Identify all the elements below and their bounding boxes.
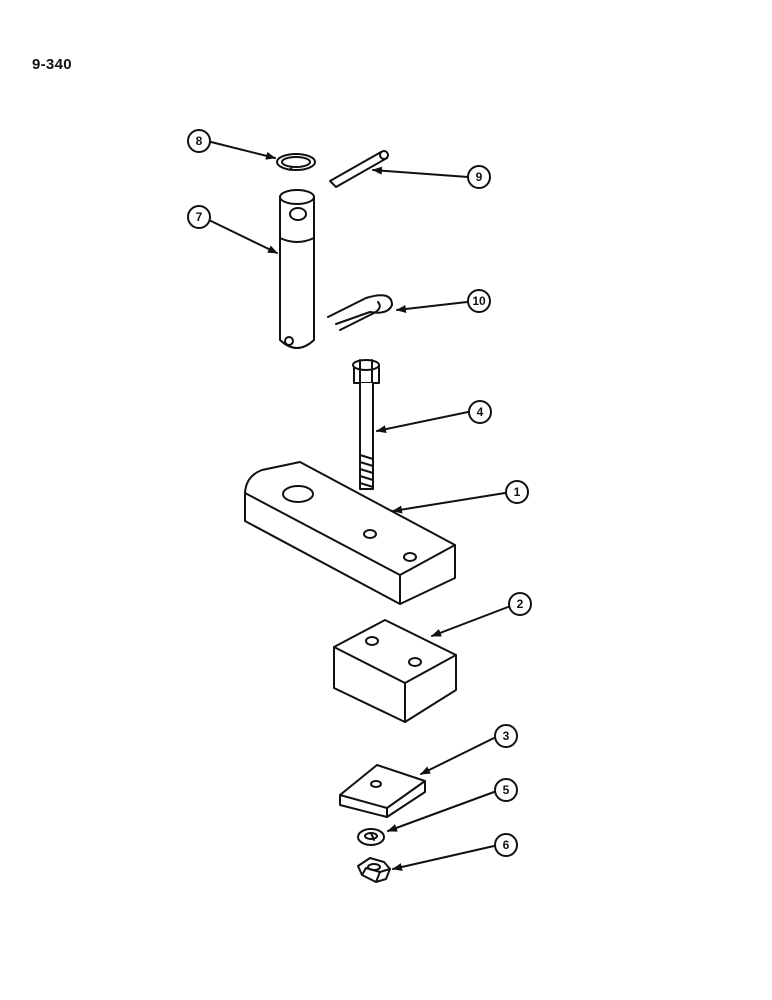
callout-9-label: 9 <box>476 170 483 184</box>
leader-1 <box>392 492 506 514</box>
callout-7: 7 <box>187 205 211 229</box>
pivot-pin-part <box>279 189 315 349</box>
callout-2-label: 2 <box>517 597 524 611</box>
page-number: 9-340 <box>32 56 72 73</box>
leader-2 <box>431 606 509 637</box>
hair-pin-part <box>327 294 393 331</box>
callout-1-label: 1 <box>514 485 521 499</box>
leader-4 <box>376 411 469 434</box>
callout-1: 1 <box>505 480 529 504</box>
callout-5: 5 <box>494 778 518 802</box>
callout-4-label: 4 <box>477 405 484 419</box>
snap-ring-part <box>276 153 316 171</box>
leader-10 <box>396 301 468 313</box>
leader-9 <box>372 166 469 178</box>
spacer-block-part <box>333 619 457 723</box>
small-plate-part <box>339 764 426 818</box>
callout-8: 8 <box>187 129 211 153</box>
callout-4: 4 <box>468 400 492 424</box>
leader-6 <box>392 845 495 871</box>
leader-lines <box>210 141 509 871</box>
leader-5 <box>387 791 495 832</box>
callout-2: 2 <box>508 592 532 616</box>
callout-10: 10 <box>467 289 491 313</box>
bracket-plate-part <box>244 461 456 605</box>
leader-3 <box>420 737 495 775</box>
callout-3: 3 <box>494 724 518 748</box>
leader-7 <box>210 220 278 254</box>
callout-9: 9 <box>467 165 491 189</box>
roll-pin-part <box>329 150 389 188</box>
callout-6: 6 <box>494 833 518 857</box>
callout-6-label: 6 <box>503 838 510 852</box>
callout-10-label: 10 <box>472 294 486 308</box>
callout-5-label: 5 <box>503 783 510 797</box>
hex-nut-part <box>357 857 391 883</box>
callout-8-label: 8 <box>196 134 203 148</box>
lock-washer-part <box>357 828 385 846</box>
callout-7-label: 7 <box>196 210 203 224</box>
callout-3-label: 3 <box>503 729 510 743</box>
bolt-part <box>352 359 380 490</box>
leader-8 <box>210 141 276 160</box>
